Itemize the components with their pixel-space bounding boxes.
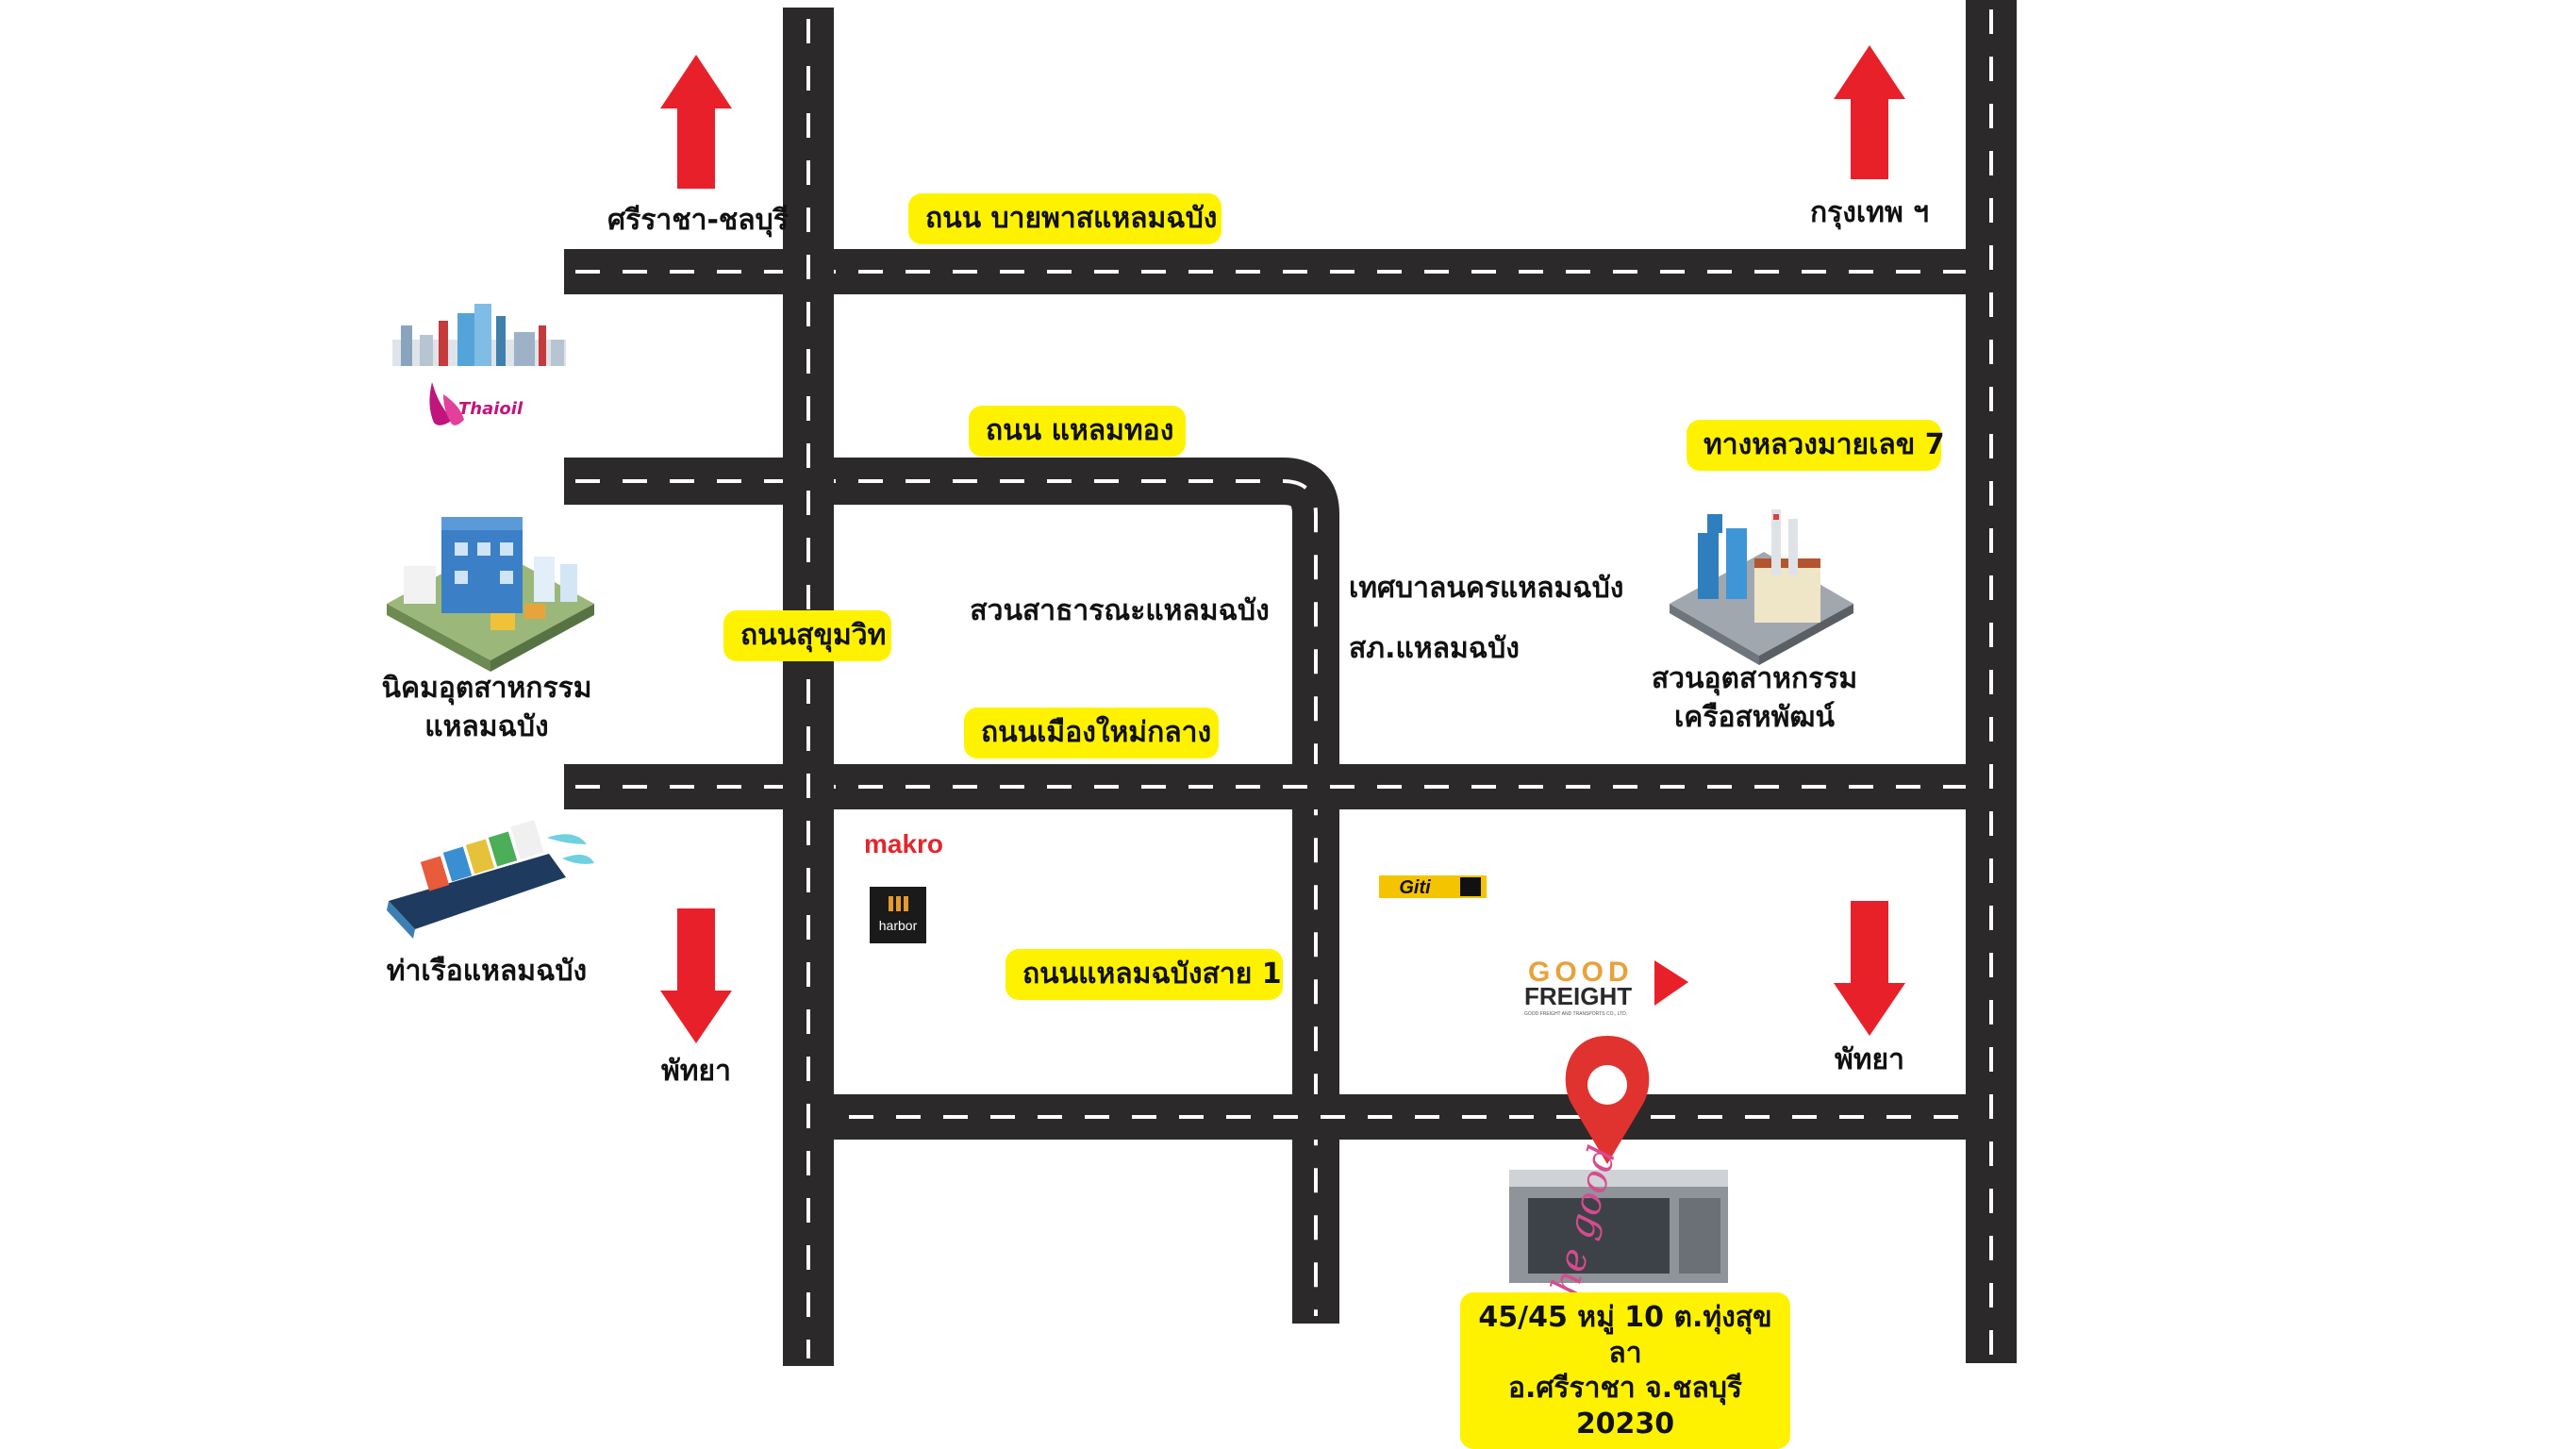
- svg-text:FREIGHT: FREIGHT: [1524, 982, 1632, 1010]
- road-label-laem-chabang-1: ถนนแหลมฉบังสาย 1: [1005, 949, 1283, 1000]
- good-freight-logo: GOOD FREIGHT GOOD FREIGHT AND TRANSPORTS…: [1524, 957, 1688, 1017]
- address-box: 45/45 หมู่ 10 ต.ทุ่งสุขลา อ.ศรีราชา จ.ชล…: [1460, 1292, 1790, 1449]
- place-label-industrial-estate-line2: แหลมฉบัง: [424, 709, 549, 743]
- place-label-police: สภ.แหลมฉบัง: [1349, 632, 1520, 665]
- location-pin-icon: [1565, 1036, 1650, 1164]
- place-label-kse-park-line2: เครือสหพัฒน์: [1674, 700, 1835, 734]
- direction-label-bangkok: กรุงเทพ ฯ: [1809, 196, 1930, 229]
- direction-arrow-up-left: [660, 55, 732, 189]
- industrial-estate-icon: [387, 517, 594, 672]
- direction-label-pattaya-left: พัทยา: [661, 1055, 731, 1088]
- svg-text:GOOD: GOOD: [1528, 957, 1634, 988]
- place-label-public-park: สวนสาธารณะแหลมฉบัง: [970, 594, 1270, 627]
- road-laem-chabang-1: [790, 1094, 2007, 1140]
- place-label-industrial-estate-line1: นิคมอุตสาหกรรม: [381, 672, 592, 705]
- thaioil-logo: [429, 382, 464, 425]
- svg-text:harbor: harbor: [879, 918, 918, 933]
- cargo-ship-icon: [387, 819, 594, 939]
- refinery-icon: [392, 304, 566, 366]
- direction-label-pattaya-right: พัทยา: [1835, 1043, 1904, 1076]
- place-label-kse-park: สวนอุตสาหกรรม เครือสหพัฒน์: [1641, 660, 1868, 737]
- direction-arrow-down-left: [660, 908, 732, 1043]
- svg-text:Giti: Giti: [1399, 877, 1431, 898]
- svg-text:GOOD FREIGHT AND TRANSPORTS CO: GOOD FREIGHT AND TRANSPORTS CO., LTD.: [1524, 1011, 1627, 1017]
- harbor-logo: harbor: [870, 887, 926, 943]
- road-label-bypass: ถนน บายพาสแหลมฉบัง: [908, 193, 1222, 244]
- thaioil-wordmark: Thaioil: [458, 399, 524, 419]
- road-label-highway-7: ทางหลวงมายเลข 7: [1687, 420, 1945, 471]
- the-good-storefront-image: the good: [1509, 1141, 1728, 1314]
- road-label-laem-thong: ถนน แหลมทอง: [969, 406, 1186, 457]
- place-label-municipality: เทศบาลนครแหลมฉบัง: [1349, 572, 1624, 605]
- address-line2: อ.ศรีราชา จ.ชลบุรี 20230: [1507, 1372, 1743, 1441]
- place-label-industrial-estate: นิคมอุตสาหกรรม แหลมฉบัง: [374, 670, 600, 746]
- road-label-muang-mai-klang: ถนนเมืองใหม่กลาง: [964, 708, 1219, 758]
- direction-arrow-up-right: [1834, 45, 1905, 179]
- giti-logo: Giti: [1379, 875, 1487, 898]
- makro-logo: makro: [864, 829, 943, 858]
- direction-arrow-down-right: [1834, 901, 1905, 1036]
- direction-label-sriracha-chonburi: ศรีราชา-ชลบุรี: [607, 204, 789, 237]
- kse-park-factory-icon: [1670, 509, 1853, 665]
- address-line1: 45/45 หมู่ 10 ต.ทุ่งสุขลา: [1478, 1301, 1772, 1370]
- road-label-sukhumvit: ถนนสุขุมวิท: [723, 610, 891, 661]
- place-label-port: ท่าเรือแหลมฉบัง: [386, 955, 588, 988]
- road-network: [564, 0, 2017, 1366]
- place-label-kse-park-line1: สวนอุตสาหกรรม: [1651, 662, 1858, 695]
